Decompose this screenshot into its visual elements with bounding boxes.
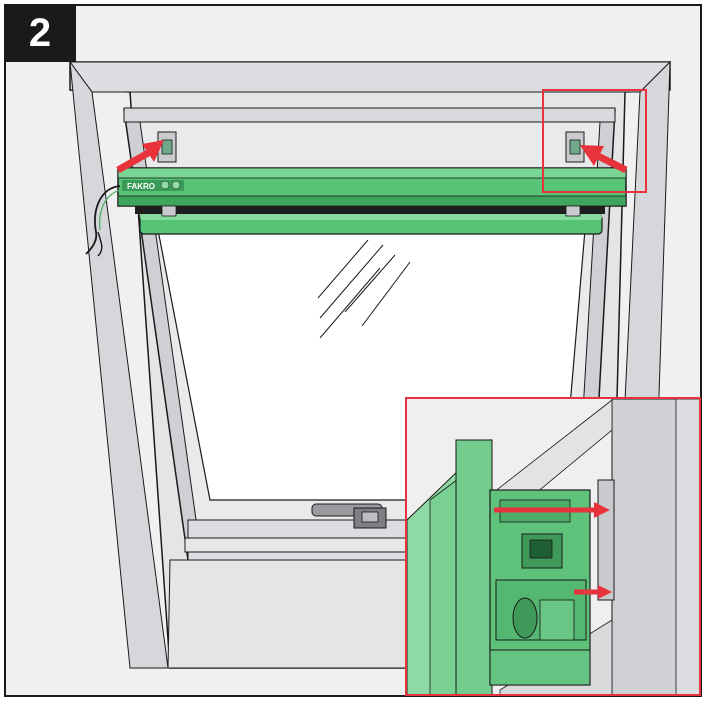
right-mount-bracket (565, 131, 585, 163)
window-handle-icon (311, 503, 387, 529)
roller-blind-bottom-bar (139, 205, 603, 235)
detail-inset (405, 397, 701, 696)
left-mount-arrow-icon (116, 140, 164, 174)
right-mount-arrow-icon (580, 145, 628, 174)
top-lining (69, 61, 672, 93)
brand-label-plate (122, 180, 184, 191)
roller-blind-cassette: FAKRO (117, 167, 627, 207)
step-number-badge: 2 (4, 4, 76, 62)
blind-fabric-slot (135, 206, 605, 214)
brand-label: FAKRO (127, 182, 155, 191)
highlight-box (542, 89, 647, 193)
power-cable (85, 185, 121, 255)
top-frame-bar (123, 107, 616, 123)
